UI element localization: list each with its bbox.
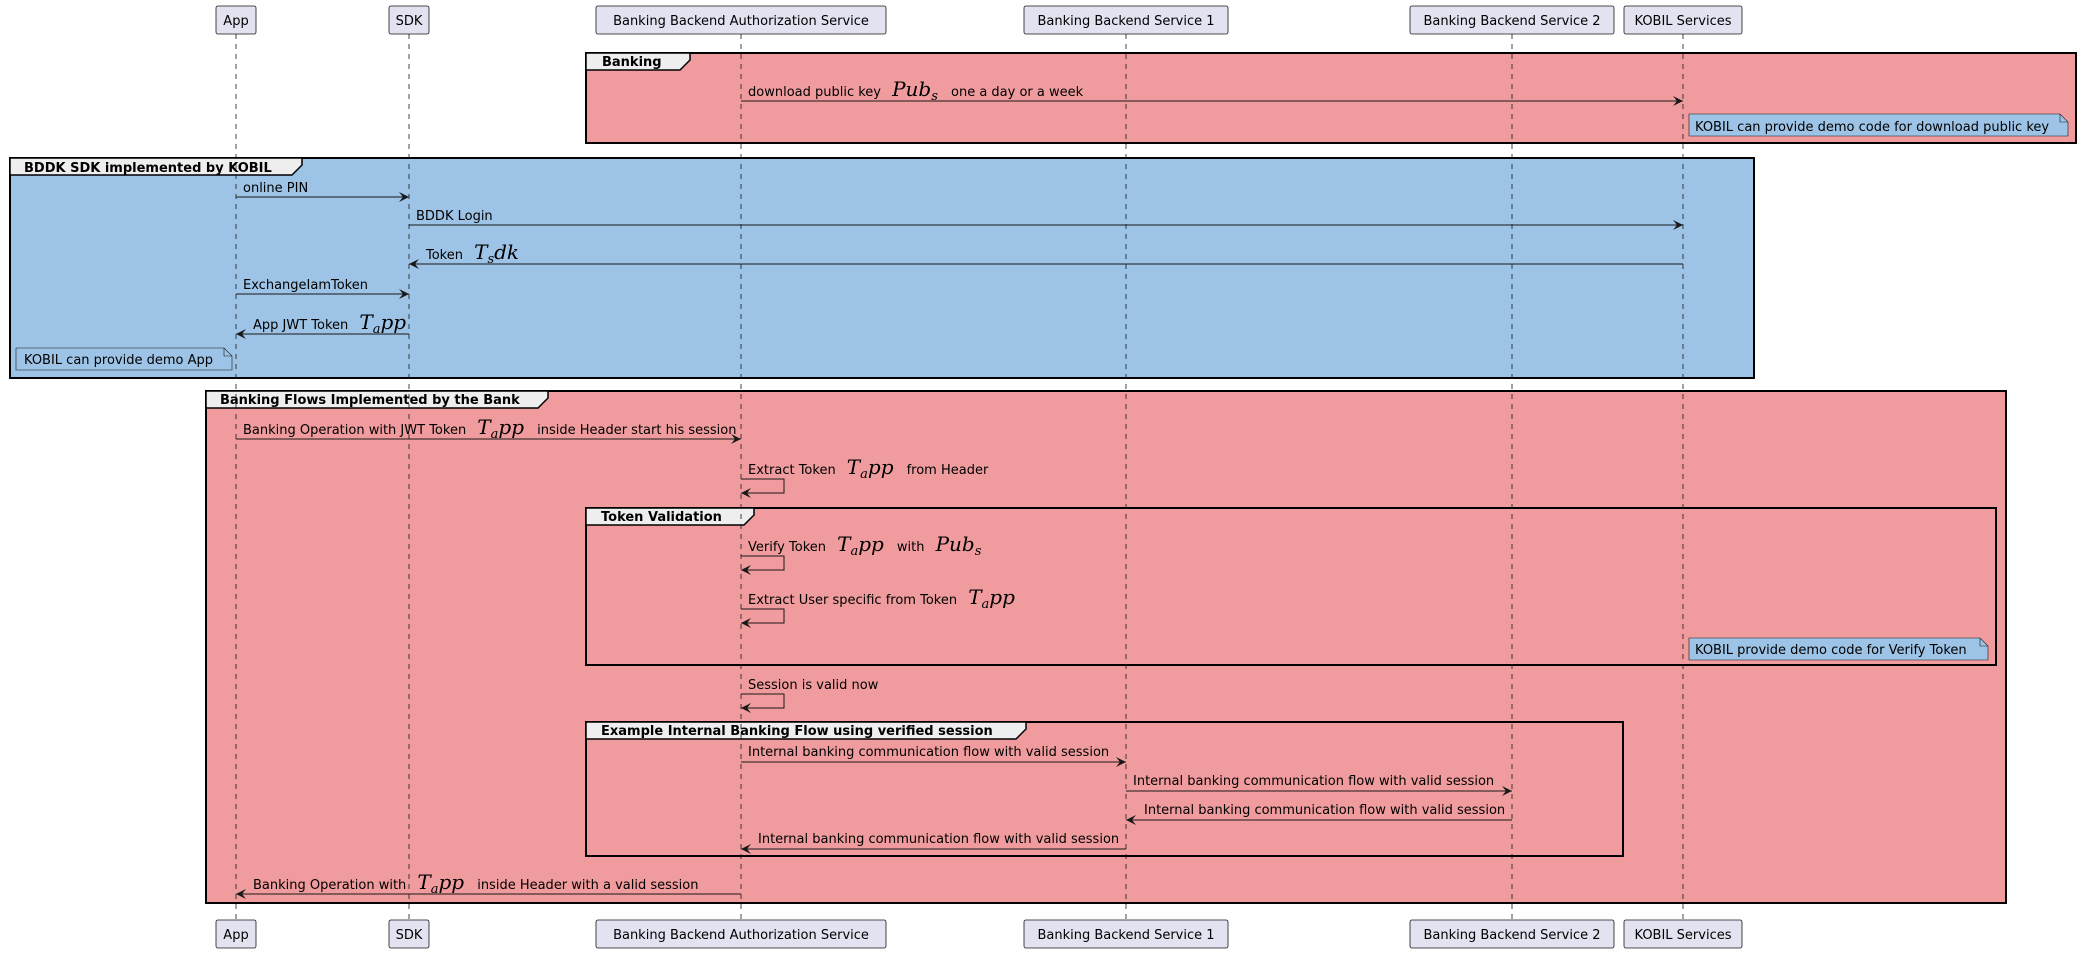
- group-bddk: BDDK SDK implemented by KOBIL: [9, 157, 1755, 379]
- participant-auth-service-bottom: Banking Backend Authorization Service: [595, 919, 887, 949]
- note-download: KOBIL can provide demo code for download…: [1688, 113, 2069, 137]
- participants-top: App SDK Banking Backend Authorization Se…: [215, 5, 1743, 35]
- msg-return-label: Banking Operation with Tapp inside Heade…: [253, 870, 699, 897]
- msg-extract-user-label: Extract User specific from Token Tapp: [748, 585, 1015, 612]
- svg-text:KOBIL provide demo code for Ve: KOBIL provide demo code for Verify Token: [1695, 643, 1967, 658]
- msg-verify-label: Verify Token Tapp with Pubs: [748, 532, 982, 559]
- svg-text:Banking Backend Service 1: Banking Backend Service 1: [1037, 14, 1214, 29]
- msg-jwt-label: App JWT Token Tapp: [253, 310, 406, 337]
- participant-service-2-bottom: Banking Backend Service 2: [1409, 919, 1615, 949]
- msg-internal-1-label: Internal banking communication flow with…: [748, 745, 1109, 760]
- participant-service-1: Banking Backend Service 1: [1023, 5, 1229, 35]
- msg-token-label: Token Tsdk: [425, 240, 519, 267]
- group-banking-title: Banking: [602, 55, 662, 70]
- participant-service-2: Banking Backend Service 2: [1409, 5, 1615, 35]
- group-internal-title: Example Internal Banking Flow using veri…: [601, 724, 993, 739]
- msg-download-label: download public key Pubs one a day or a …: [748, 77, 1084, 104]
- group-banking: Banking: [585, 52, 2077, 144]
- lifelines: [235, 34, 1684, 920]
- participant-kobil-bottom: KOBIL Services: [1623, 919, 1743, 949]
- svg-text:KOBIL can provide demo code fo: KOBIL can provide demo code for download…: [1695, 120, 2049, 135]
- svg-text:Banking Backend Service 1: Banking Backend Service 1: [1037, 928, 1214, 943]
- participant-sdk: SDK: [388, 5, 430, 35]
- note-verify-token: KOBIL provide demo code for Verify Token: [1688, 637, 1989, 661]
- participant-auth-service: Banking Backend Authorization Service: [595, 5, 887, 35]
- msg-login-label: BDDK Login: [416, 209, 493, 224]
- svg-text:Banking Backend Service 2: Banking Backend Service 2: [1423, 14, 1600, 29]
- msg-valid-arrow: [741, 693, 785, 713]
- participant-kobil: KOBIL Services: [1623, 5, 1743, 35]
- msg-internal-4-label: Internal banking communication flow with…: [758, 832, 1119, 847]
- participant-app-bottom: App: [215, 919, 257, 949]
- svg-text:Banking Backend Authorization: Banking Backend Authorization Service: [613, 14, 869, 29]
- svg-text:App: App: [223, 14, 248, 29]
- msg-extract-label: Extract Token Tapp from Header: [748, 455, 989, 482]
- msg-extract-user-arrow: [741, 608, 785, 628]
- msg-exchange-label: ExchangeIamToken: [243, 278, 368, 293]
- group-internal: Example Internal Banking Flow using veri…: [585, 721, 1624, 857]
- svg-text:KOBIL Services: KOBIL Services: [1635, 928, 1732, 943]
- group-token-validation-title: Token Validation: [601, 510, 722, 525]
- svg-text:Banking Backend Authorization: Banking Backend Authorization Service: [613, 928, 869, 943]
- msg-valid-label: Session is valid now: [748, 678, 879, 693]
- group-bddk-title: BDDK SDK implemented by KOBIL: [24, 161, 272, 176]
- svg-text:SDK: SDK: [396, 14, 423, 29]
- group-flows-title: Banking Flows Implemented by the Bank: [220, 393, 520, 408]
- msg-op-label: Banking Operation with JWT Token Tapp in…: [243, 415, 736, 442]
- msg-internal-3-label: Internal banking communication flow with…: [1144, 803, 1505, 818]
- participants-bottom: App SDK Banking Backend Authorization Se…: [215, 919, 1743, 949]
- msg-pin-label: online PIN: [243, 181, 308, 196]
- svg-text:App: App: [223, 928, 248, 943]
- participant-service-1-bottom: Banking Backend Service 1: [1023, 919, 1229, 949]
- svg-text:SDK: SDK: [396, 928, 423, 943]
- svg-text:Banking Backend Service 2: Banking Backend Service 2: [1423, 928, 1600, 943]
- participant-sdk-bottom: SDK: [388, 919, 430, 949]
- msg-internal-2-label: Internal banking communication flow with…: [1133, 774, 1494, 789]
- svg-text:KOBIL can provide demo App: KOBIL can provide demo App: [24, 353, 213, 368]
- message-labels: download public key Pubs one a day or a …: [243, 77, 1505, 897]
- note-demo-app: KOBIL can provide demo App: [15, 347, 233, 371]
- participant-app: App: [215, 5, 257, 35]
- msg-extract-arrow: [741, 478, 785, 498]
- messages: [236, 96, 1683, 899]
- svg-text:KOBIL Services: KOBIL Services: [1635, 14, 1732, 29]
- msg-verify-arrow: [741, 555, 785, 575]
